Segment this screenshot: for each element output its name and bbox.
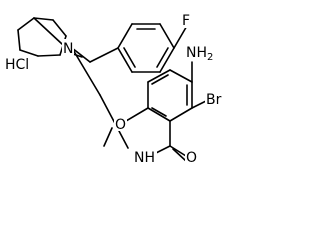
fluorine-label: F [182,13,190,29]
amide-nh-label: NH [134,150,155,166]
atom-labels: F N HCl NH2 Br O NH O [5,12,226,166]
amino-label: NH2 [186,45,213,63]
methoxy-oxygen-label: O [115,117,126,133]
amino-subscript: 2 [207,52,213,63]
amino-nh-text: NH [186,45,207,61]
bromine-label: Br [206,92,222,108]
bridge-nitrogen-label: N [63,41,73,57]
chemical-structure-diagram: F N HCl NH2 Br O NH O [5,12,226,166]
benzamide-ring [147,61,211,122]
bicyclic-amine-fragment [17,17,91,63]
methoxy-group [103,107,149,147]
fluorobenzyl-fragment [89,23,189,73]
linker-chain [71,47,129,149]
hydrochloride-label: HCl [5,57,29,73]
carbonyl-oxygen-label: O [186,150,197,166]
